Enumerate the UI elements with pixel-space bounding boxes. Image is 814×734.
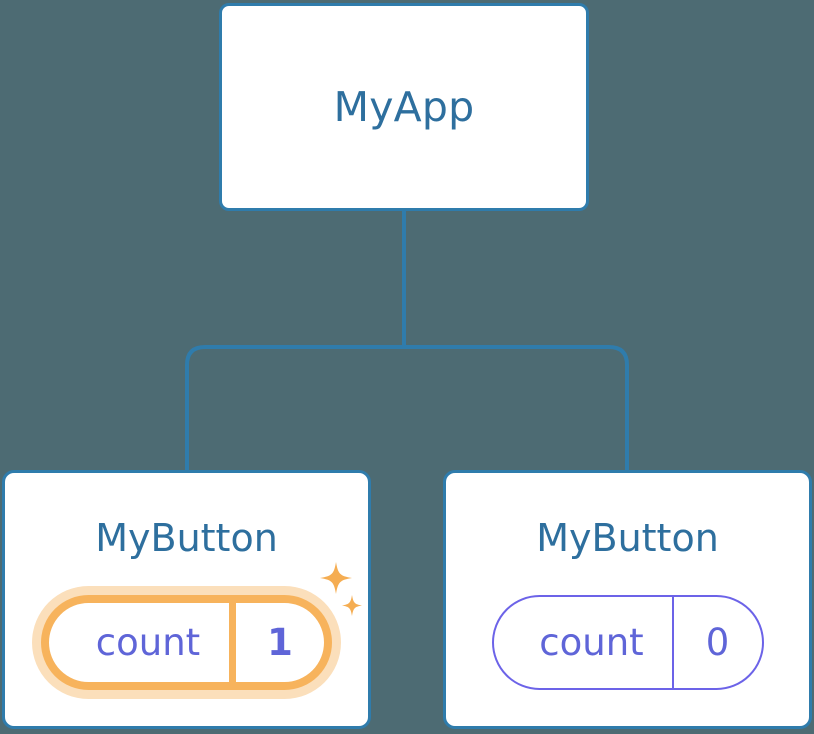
state-pill-right[interactable]: count 0 <box>491 594 764 690</box>
state-key-right: count <box>539 620 644 664</box>
state-pill-wrap-right: count 0 <box>446 590 809 694</box>
node-child-right-label: MyButton <box>536 516 719 560</box>
node-child-left-label: MyButton <box>95 516 278 560</box>
node-root-myapp[interactable]: MyApp <box>219 3 589 211</box>
node-root-label: MyApp <box>333 82 475 131</box>
state-key-left: count <box>95 620 201 664</box>
edge-to-child-right <box>404 345 629 470</box>
edge-to-child-left <box>185 345 404 470</box>
node-child-mybutton-right[interactable]: MyButton count 0 <box>443 470 812 729</box>
state-value-right: 0 <box>671 596 762 688</box>
state-value-left: 1 <box>229 602 324 682</box>
node-child-mybutton-left[interactable]: MyButton count 1 <box>2 470 371 729</box>
state-pill-wrap-left: count 1 <box>5 590 368 694</box>
state-pill-left[interactable]: count 1 <box>41 594 332 690</box>
